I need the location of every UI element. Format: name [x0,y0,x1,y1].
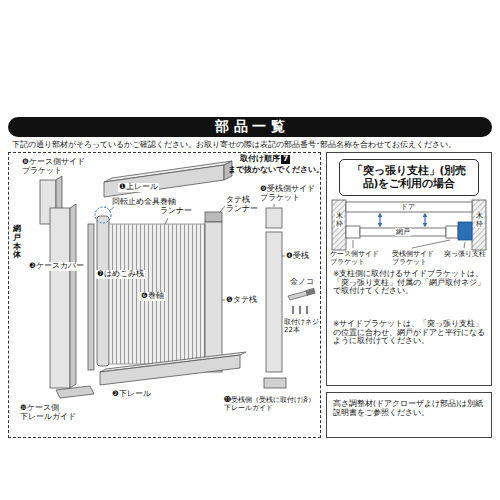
receiver-bracket [266,208,282,228]
part-label: ケース側サイド ブラケット [330,250,380,266]
part-label: 網戸 [395,228,411,236]
part-label: 木枠 [475,213,484,228]
vertical-bar [205,222,222,372]
leader-line [353,240,354,248]
tension-post [458,222,472,240]
wood-frame [332,200,346,250]
step-number: 7 [281,155,290,164]
door-bar [346,202,472,212]
leader-line [412,240,450,248]
part-label: 巻軸 ランナー [160,198,194,215]
screw [306,306,308,314]
receiver-bracket-mini [446,226,458,238]
title-text: 部 品 一 覧 [215,118,286,136]
part-label: ❻巻軸 [140,292,165,301]
part-label: 回転止め金具 [112,198,160,207]
node-text: 網戸本体 [13,225,21,260]
part-label: 突っ張り支柱 [444,250,486,258]
screw [299,306,301,314]
leader-line [464,242,465,248]
leader-line [222,300,225,301]
wood-frame [472,200,486,250]
screw [292,306,294,314]
leader-line [282,256,285,257]
node-text: 高さ調整材(ドアクローザよけ部品)は別紙説明書をご参照ください。 [333,399,485,418]
heading-box: 「突っ張り支柱」(別売品)をご利用の場合 [339,159,479,196]
node-text: ※サイドブラケットは、「突っ張り支柱」の位置に合わせ、網戸がドアと平行になるよう… [333,320,487,346]
case-cover-side [70,204,76,388]
part-label: 木枠 [335,213,344,228]
part-label: ❷下レール [112,390,151,399]
leader-line [274,204,275,207]
leader-line [165,218,168,224]
part-label: まで抜かないでください。 [228,166,324,175]
part-label: ❽ケース側サイド ブラケット [22,158,86,175]
receiver-bar [266,232,282,372]
screen-bar [360,228,446,236]
part-label: 取付け順序 [240,155,280,164]
lower-rail-front [100,355,240,385]
node-text: ※支柱側に取付けるサイドブラケットは、「突っ張り支柱」付属の「網戸取付ネジ」で取… [333,270,487,296]
part-label: 金ノコ [290,278,314,287]
parallel-arrow [424,215,425,225]
part-label: ⓫受桟側（受桟に取付け済） 下レールガイド [224,396,316,412]
roll-shaft [97,216,109,366]
leader-line [109,207,114,211]
part-label: ❹受桟 [286,252,309,261]
saw-blade [288,291,308,300]
node-text: 「突っ張り支柱」(別売品)をご利用の場合 [344,164,474,190]
vertical-runner [205,212,222,222]
insert-bar [88,224,94,370]
part-label: タテ桟 ランナー [226,196,260,213]
title-band: 部 品 一 覧 [8,117,492,137]
parallel-arrow [379,215,380,225]
screen-pleats [109,224,205,364]
part-label: ❼はめこみ桟 [96,270,145,279]
part-label: ❶上レール [118,183,159,192]
top-rail-front [104,165,224,197]
part-label: 受桟側サイド ブラケット [392,250,435,266]
case-cover [50,208,70,388]
part-label: ❺タテ桟 [226,296,257,305]
saw-handle [305,288,315,296]
part-label: ドア [401,203,415,211]
part-label: ❿ケース側 下レールガイド [20,404,78,421]
note-box: 高さ調整材(ドアクローザよけ部品)は別紙説明書をご参照ください。 [326,392,492,438]
case-bracket-mini [346,226,360,238]
part-label: ❾受桟側サイド ブラケット [260,185,316,202]
part-label: 取付けネジ 22本 [284,318,320,334]
receiver-guide [264,378,286,388]
rotation-stop-mark [95,207,111,223]
leader-line [220,206,225,212]
part-label: 下記の通り部材がそろっているかご確認ください。お取り寄せの際は表記の部品番号･部… [12,141,456,150]
part-label: ❸ケースカバー [28,262,85,271]
note-panel: ※支柱側に取付けるサイドブラケットは、「突っ張り支柱」付属の「網戸取付ネジ」で取… [326,152,492,386]
case-guide [56,386,94,398]
